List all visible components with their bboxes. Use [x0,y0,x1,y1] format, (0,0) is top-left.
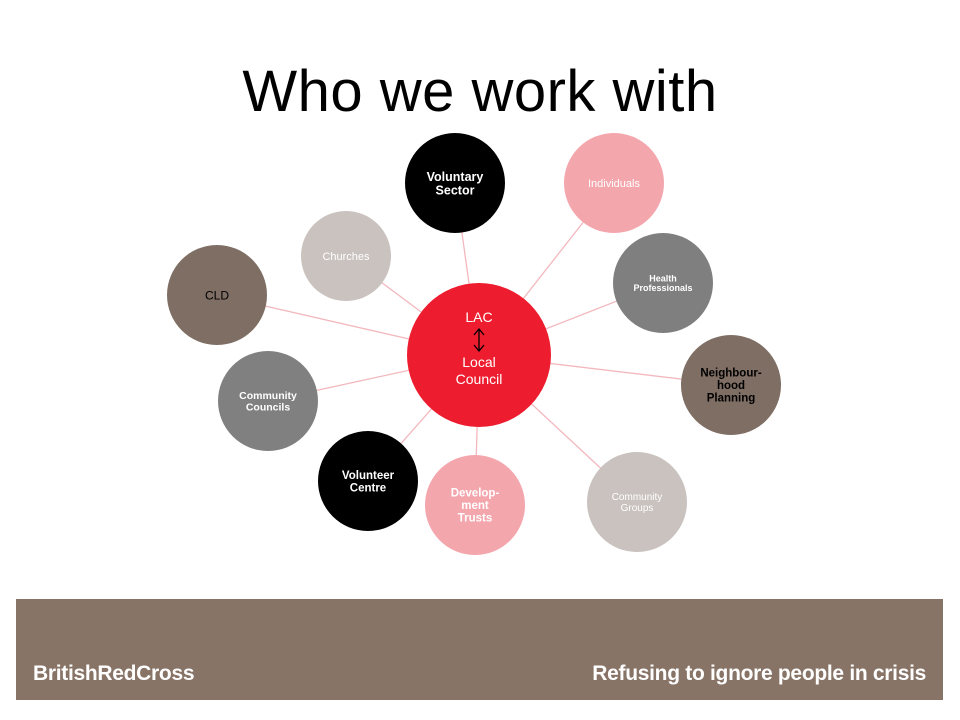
node-cld: CLD [167,245,267,345]
node-label-cld: CLD [205,288,229,302]
node-label-neighbourhood-planning: Neighbour- [700,368,761,380]
node-circle-volunteer-centre [318,431,418,531]
hub-circle [407,283,551,427]
node-label-development-trusts: Trusts [458,513,493,525]
node-circle-voluntary-sector [405,133,505,233]
node-label-individuals: Individuals [588,178,640,190]
node-circle-health-professionals [613,233,713,333]
node-label-voluntary-sector: Sector [436,183,475,197]
hub-label-council: Council [456,371,503,387]
hub-label-local: Local [462,354,495,370]
node-circle-neighbourhood-planning [681,335,781,435]
tagline: Refusing to ignore people in crisis [592,662,926,685]
node-churches: Churches [301,211,391,301]
brand-logo-text: BritishRedCross [33,662,195,685]
node-label-development-trusts: ment [461,500,489,512]
node-circle-individuals [564,133,664,233]
node-label-health-professionals: Health [649,273,677,283]
node-label-voluntary-sector: Voluntary [427,170,484,184]
slide-title: Who we work with [242,59,718,124]
node-circle-community-groups [587,452,687,552]
node-individuals: Individuals [564,133,664,233]
node-label-churches: Churches [322,251,370,263]
hub-label-lac: LAC [465,309,492,325]
node-circle-development-trusts [425,455,525,555]
node-circle-churches [301,211,391,301]
node-label-community-councils: Councils [246,401,290,413]
node-label-neighbourhood-planning: Planning [707,393,756,405]
double-arrow-icon [473,327,485,353]
node-label-community-councils: Community [239,390,297,402]
node-label-development-trusts: Develop- [451,488,500,500]
node-label-volunteer-centre: Volunteer [342,470,395,482]
node-circle-cld [167,245,267,345]
node-label-neighbourhood-planning: hood [717,380,745,392]
node-label-health-professionals: Professionals [633,283,692,293]
node-label-volunteer-centre: Centre [350,482,386,494]
node-label-community-groups: Groups [621,503,654,514]
node-label-community-groups: Community [612,492,663,503]
node-circle-community-councils [218,351,318,451]
footer-banner: BritishRedCross Refusing to ignore peopl… [16,599,943,700]
